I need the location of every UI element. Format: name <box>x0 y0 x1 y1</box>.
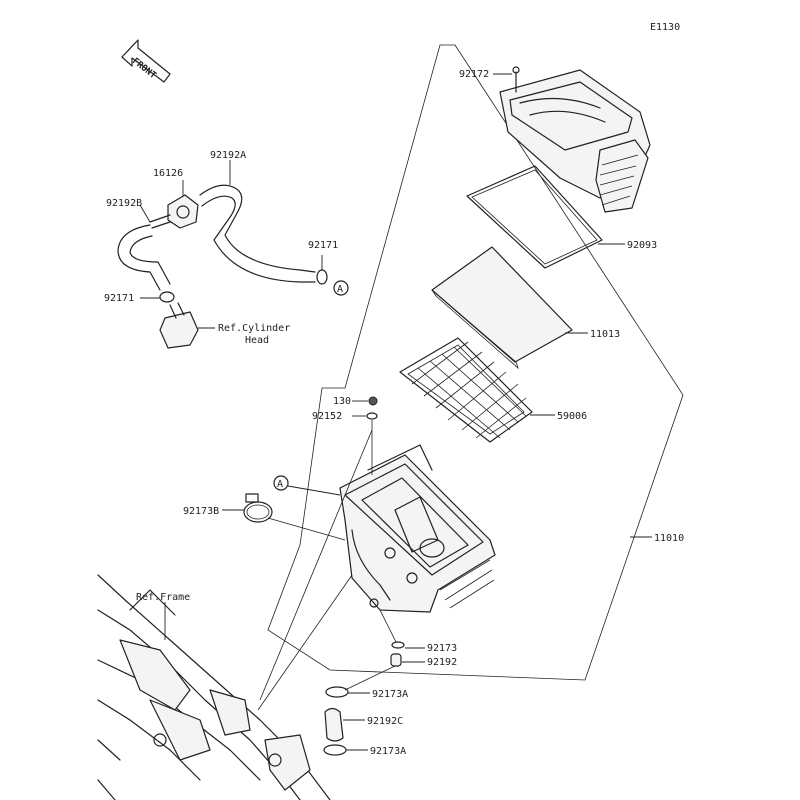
label-92192: 92192 <box>427 657 457 668</box>
callout-a-hose-label: A <box>337 284 343 295</box>
hose-92192C <box>324 707 365 742</box>
clamp-92173A-lower <box>323 744 368 756</box>
label-11013: 11013 <box>590 329 620 340</box>
clamp-92173B <box>243 493 273 523</box>
callout-a-case <box>273 475 289 491</box>
label-130: 130 <box>333 396 351 407</box>
label-11010: 11010 <box>654 533 684 544</box>
label-92172: 92172 <box>459 69 489 80</box>
frame-link-1 <box>257 574 353 711</box>
clamp-centerline <box>267 517 346 541</box>
hose-92192A <box>199 184 316 283</box>
clamp-92173A-upper <box>325 686 370 698</box>
clamp-92171-left <box>140 291 175 303</box>
frame-link-2 <box>259 429 373 701</box>
label-92171-left: 92171 <box>104 293 134 304</box>
label-59006: 59006 <box>557 411 587 422</box>
label-92173: 92173 <box>427 643 457 654</box>
clamp-92173 <box>391 641 425 649</box>
label-92173B: 92173B <box>183 506 219 517</box>
drain-centerline <box>379 609 397 643</box>
hose-92192 <box>390 653 425 667</box>
label-92171-top: 92171 <box>308 240 338 251</box>
air-cleaner-cover <box>499 66 651 213</box>
label-92192A: 92192A <box>210 150 246 161</box>
frame <box>97 574 331 800</box>
label-ref-cylinder-2: Head <box>245 335 269 346</box>
leader-callout-a-case <box>287 485 341 496</box>
assembly-boundary <box>267 44 684 681</box>
label-16126: 16126 <box>153 168 183 179</box>
clamp-92171-right <box>316 255 328 285</box>
hose-92192B <box>117 224 171 291</box>
cylinder-head-fitting <box>159 302 199 349</box>
label-92192B: 92192B <box>106 198 142 209</box>
ref-code-label: E1130 <box>650 22 680 33</box>
filter-element-11013 <box>431 246 573 370</box>
label-92192C: 92192C <box>367 716 403 727</box>
front-arrow-icon: FRONT <box>121 39 171 83</box>
air-cleaner-case <box>339 444 496 613</box>
label-ref-cylinder-1: Ref.Cylinder <box>218 323 290 334</box>
bolt-130 <box>352 396 378 406</box>
callout-a-hose <box>333 280 349 296</box>
callout-a-case-label: A <box>277 479 283 490</box>
valve-16126 <box>149 194 199 229</box>
drain-centerline-2 <box>344 665 396 691</box>
label-92152: 92152 <box>312 411 342 422</box>
label-ref-frame: Ref.Frame <box>136 592 190 603</box>
leader-92192B <box>139 204 151 223</box>
label-92093: 92093 <box>627 240 657 251</box>
label-92173A-2: 92173A <box>370 746 406 757</box>
label-92173A-1: 92173A <box>372 689 408 700</box>
gasket-92093 <box>466 165 603 269</box>
screen-59006 <box>399 337 533 443</box>
washer-92152 <box>352 412 378 420</box>
